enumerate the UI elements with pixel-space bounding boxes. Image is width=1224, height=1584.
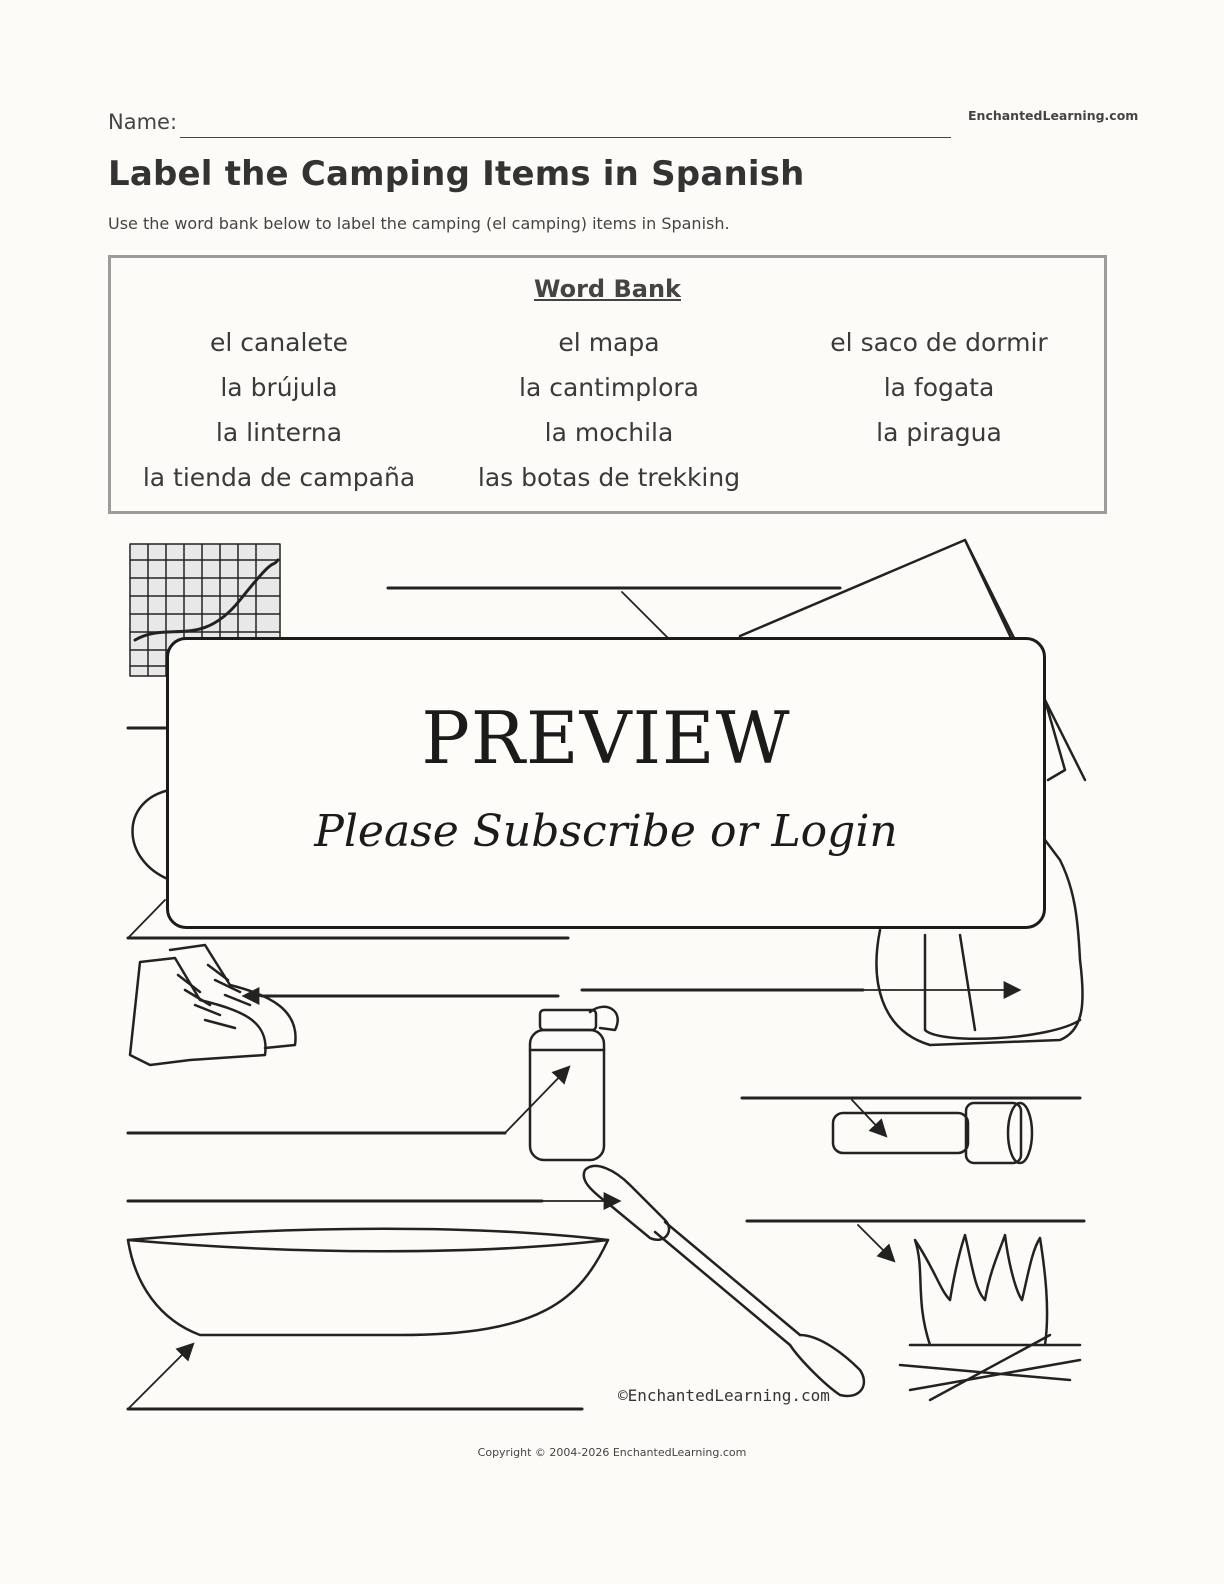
label-pointers: [127, 591, 1022, 1410]
word-bank-column: el mapa la cantimplora la mochila las bo…: [444, 320, 774, 500]
name-line: [180, 137, 951, 138]
preview-overlay[interactable]: PREVIEW Please Subscribe or Login: [166, 637, 1046, 929]
copyright-footer: Copyright © 2004-2026 EnchantedLearning.…: [477, 1446, 747, 1459]
word-bank-item: el mapa: [558, 328, 660, 357]
word-bank: Word Bank el canalete la brújula la lint…: [108, 255, 1107, 514]
word-bank-item: el canalete: [209, 328, 348, 357]
word-bank-item: la linterna: [215, 418, 343, 447]
sleeping-bag-icon: [131, 788, 172, 882]
water-bottle-icon: [528, 1005, 619, 1162]
word-bank-column: el canalete la brújula la linterna la ti…: [114, 320, 444, 500]
canoe-icon: [126, 1227, 610, 1337]
flashlight-icon: [831, 1101, 1034, 1165]
answer-lines: [126, 586, 1086, 1411]
word-bank-item: la piragua: [876, 418, 1002, 447]
word-bank-item: la fogata: [883, 373, 995, 402]
worksheet-illustration: [126, 538, 1087, 1411]
word-bank-item: la mochila: [544, 418, 674, 447]
campfire-icon: [898, 1233, 1082, 1402]
word-bank-column: el saco de dormir la fogata la piragua: [774, 320, 1104, 455]
image-credit: ©EnchantedLearning.com: [618, 1386, 830, 1405]
word-bank-item: las botas de trekking: [477, 463, 741, 492]
instructions: Use the word bank below to label the cam…: [108, 214, 730, 233]
preview-title: PREVIEW: [421, 696, 791, 780]
backpack-icon: [875, 838, 1084, 1047]
paddle-icon: [582, 1164, 866, 1398]
name-label: Name:: [108, 110, 178, 134]
page-title: Label the Camping Items in Spanish: [108, 154, 805, 194]
word-bank-item: el saco de dormir: [830, 328, 1048, 357]
site-brand[interactable]: EnchantedLearning.com: [968, 108, 1139, 123]
word-bank-title: Word Bank: [533, 275, 681, 303]
word-bank-item: la tienda de campaña: [142, 463, 416, 492]
subscribe-login-prompt[interactable]: Please Subscribe or Login: [314, 806, 898, 857]
hiking-boots-icon: [128, 943, 297, 1067]
word-bank-item: la brújula: [220, 373, 338, 402]
word-bank-item: la cantimplora: [519, 373, 699, 402]
